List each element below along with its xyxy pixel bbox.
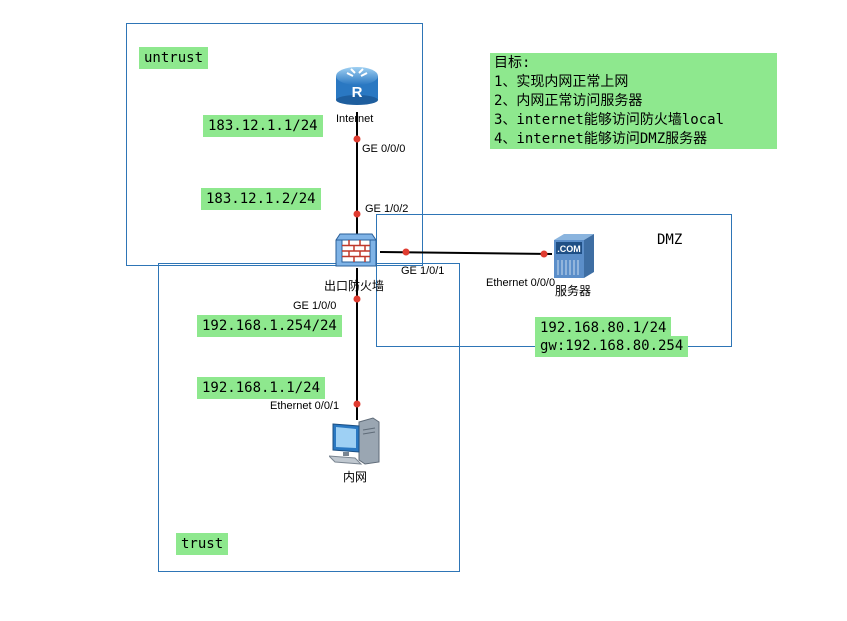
port-label-fw-ge100: GE 1/0/0	[293, 300, 337, 312]
port-label-router-ge000: GE 0/0/0	[362, 143, 406, 155]
server-icon: .COM	[552, 232, 596, 284]
goal-item-1: 1、实现内网正常上网	[494, 74, 629, 90]
zone-label-dmz: DMZ	[657, 232, 683, 248]
firewall-label: 出口防火墙	[324, 279, 385, 293]
port-dot-fw-ge100	[353, 295, 361, 303]
ip-label-router: 183.12.1.1/24	[203, 115, 323, 137]
ip-label-server-gw: gw:192.168.80.254	[535, 336, 689, 357]
trust-zone	[158, 263, 460, 572]
ip-label-pc: 192.168.1.1/24	[197, 377, 326, 399]
ip-label-fw-untrust: 183.12.1.2/24	[201, 188, 321, 210]
router-badge: R	[352, 84, 363, 101]
port-label-pc-eth001: Ethernet 0/0/1	[270, 400, 340, 412]
port-dot-pc-eth001	[353, 400, 361, 408]
firewall-icon	[334, 230, 378, 274]
goals-box: 目标: 1、实现内网正常上网 2、内网正常访问服务器 3、internet能够访…	[490, 53, 777, 149]
port-dot-server-eth000	[540, 250, 548, 258]
zone-label-trust: trust	[176, 533, 229, 555]
port-dot-router-ge000	[353, 135, 361, 143]
ip-label-fw-trust: 192.168.1.254/24	[197, 315, 342, 337]
port-dot-fw-ge101	[402, 248, 410, 256]
pc-icon	[327, 416, 381, 470]
zone-label-untrust: untrust	[139, 47, 209, 69]
ip-label-server: 192.168.80.1/24	[535, 317, 672, 338]
port-dot-fw-ge102	[353, 210, 361, 218]
untrust-zone	[126, 23, 423, 266]
goals-title: 目标:	[494, 55, 531, 71]
server-label: 服务器	[555, 284, 592, 298]
goal-item-3: 3、internet能够访问防火墙local	[494, 112, 725, 128]
server-badge: .COM	[557, 244, 581, 254]
port-label-server-eth000: Ethernet 0/0/0	[486, 277, 556, 289]
goal-item-2: 2、内网正常访问服务器	[494, 93, 643, 109]
port-label-fw-ge102: GE 1/0/2	[365, 203, 409, 215]
goal-item-4: 4、internet能够访问DMZ服务器	[494, 131, 708, 147]
router-icon: R	[333, 62, 381, 110]
router-label: Internet	[336, 113, 374, 125]
pc-label: 内网	[343, 470, 368, 484]
port-label-fw-ge101: GE 1/0/1	[401, 265, 445, 277]
